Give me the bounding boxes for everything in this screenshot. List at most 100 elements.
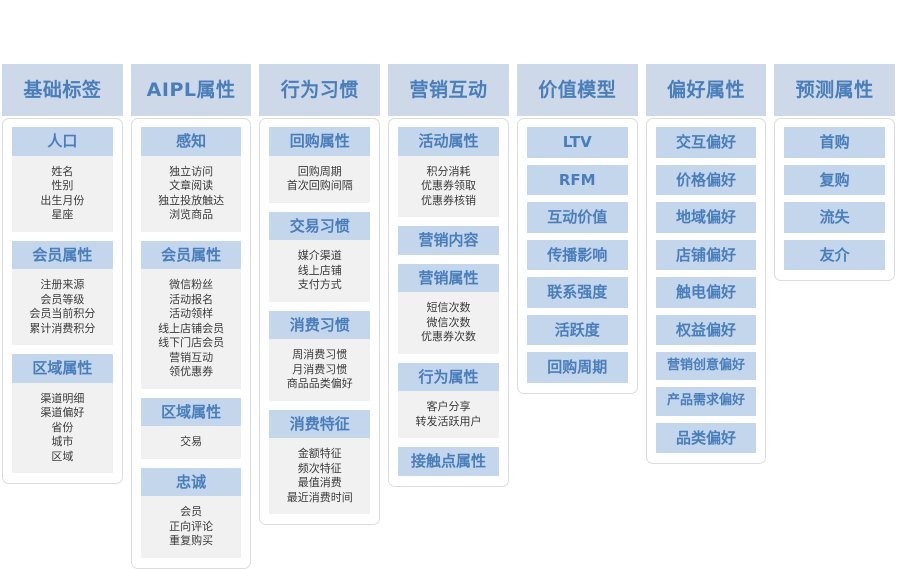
attribute-chip[interactable]: 活跃度 [526, 314, 628, 345]
group-item[interactable]: 重复购买 [169, 534, 214, 548]
attribute-chip[interactable]: RFM [526, 164, 628, 195]
group-item-list: 微信粉丝活动报名活动领样线上店铺会员线下门店会员营销互动领优惠券 [140, 269, 242, 389]
attribute-chip[interactable]: 首购 [784, 127, 886, 158]
group-item[interactable]: 优惠券核销 [421, 193, 477, 207]
group-item[interactable]: 省份 [51, 420, 74, 434]
group-block: 活动属性积分消耗优惠券领取优惠券核销 [398, 127, 499, 218]
column-header-3[interactable]: 行为习惯 [259, 64, 381, 116]
group-block: 营销属性短信次数微信次数优惠券次数 [398, 263, 499, 354]
group-title[interactable]: 交易习惯 [269, 211, 371, 241]
group-item[interactable]: 媒介渠道 [297, 249, 342, 263]
group-title[interactable]: 接触点属性 [398, 447, 499, 476]
attribute-chip[interactable]: 回购周期 [526, 352, 628, 383]
attribute-chip[interactable]: 营销创意偏好 [655, 352, 757, 381]
group-item[interactable]: 正向评论 [169, 519, 214, 533]
group-item[interactable]: 最近消费时间 [286, 490, 353, 504]
group-item[interactable]: 支付方式 [297, 278, 342, 292]
attribute-chip[interactable]: 联系强度 [526, 277, 628, 308]
attribute-chip[interactable]: 产品需求偏好 [655, 387, 757, 416]
column-header-6[interactable]: 偏好属性 [645, 64, 767, 116]
group-item[interactable]: 积分消耗 [426, 164, 471, 178]
attribute-chip[interactable]: 友介 [784, 239, 886, 270]
group-item[interactable]: 渠道明细 [40, 391, 85, 405]
attribute-chip[interactable]: 互动价值 [526, 202, 628, 233]
column-header-7[interactable]: 预测属性 [774, 64, 896, 116]
group-item[interactable]: 活动领样 [169, 307, 214, 321]
group-title[interactable]: 会员属性 [140, 240, 242, 270]
attribute-chip[interactable]: 品类偏好 [655, 422, 757, 454]
column-header-label: 价值模型 [538, 78, 617, 101]
group-item[interactable]: 星座 [51, 208, 74, 222]
group-title[interactable]: 行为属性 [398, 362, 499, 392]
group-item[interactable]: 姓名 [51, 164, 74, 178]
group-item[interactable]: 浏览商品 [169, 208, 214, 222]
group-item[interactable]: 会员等级 [40, 292, 85, 306]
group-item[interactable]: 性别 [51, 179, 74, 193]
column-header-4[interactable]: 营销互动 [388, 64, 509, 116]
group-item[interactable]: 回购周期 [297, 164, 342, 178]
group-item[interactable]: 频次特征 [297, 461, 342, 475]
column-header-1[interactable]: 基础标签 [2, 64, 123, 116]
attribute-chip[interactable]: 流失 [784, 202, 886, 233]
group-title[interactable]: 营销属性 [398, 263, 499, 293]
group-title[interactable]: 感知 [140, 127, 242, 156]
group-item[interactable]: 线上店铺会员 [158, 321, 225, 335]
column-header-5[interactable]: 价值模型 [516, 64, 638, 116]
group-item[interactable]: 会员当前积分 [29, 307, 96, 321]
column-header-2[interactable]: AIPL属性 [130, 64, 252, 116]
attribute-chip[interactable]: 复购 [784, 164, 886, 195]
attribute-chip[interactable]: 交互偏好 [655, 127, 757, 158]
group-item[interactable]: 优惠券领取 [421, 179, 477, 193]
group-title[interactable]: 活动属性 [398, 127, 499, 156]
group-title[interactable]: 忠诚 [140, 467, 242, 497]
group-item[interactable]: 线下门店会员 [158, 336, 225, 350]
group-item[interactable]: 累计消费积分 [29, 321, 96, 335]
group-title[interactable]: 消费特征 [269, 409, 371, 439]
group-title[interactable]: 回购属性 [269, 127, 371, 156]
group-item[interactable]: 短信次数 [426, 301, 471, 315]
attribute-chip[interactable]: LTV [526, 127, 628, 158]
group-item[interactable]: 注册来源 [40, 278, 85, 292]
group-item[interactable]: 商品品类偏好 [286, 377, 353, 391]
column-header-label: 基础标签 [23, 78, 102, 101]
column-card-6: 交互偏好价格偏好地域偏好店铺偏好触电偏好权益偏好营销创意偏好产品需求偏好品类偏好 [645, 118, 767, 465]
group-item[interactable]: 最值消费 [297, 476, 342, 490]
group-item[interactable]: 领优惠券 [169, 365, 214, 379]
column-card-4: 活动属性积分消耗优惠券领取优惠券核销营销内容营销属性短信次数微信次数优惠券次数行… [388, 118, 509, 487]
group-item[interactable]: 金额特征 [297, 447, 342, 461]
group-title[interactable]: 营销内容 [398, 226, 499, 255]
group-item[interactable]: 独立投放触达 [158, 193, 225, 207]
group-item[interactable]: 区域 [51, 449, 74, 463]
group-block: 回购属性回购周期首次回购间隔 [269, 127, 371, 203]
group-item[interactable]: 独立访问 [169, 164, 214, 178]
attribute-chip[interactable]: 传播影响 [526, 239, 628, 270]
group-item[interactable]: 出生月份 [40, 193, 85, 207]
attribute-chip[interactable]: 店铺偏好 [655, 239, 757, 270]
group-item[interactable]: 文章阅读 [169, 179, 214, 193]
group-title[interactable]: 人口 [12, 127, 113, 156]
group-item[interactable]: 优惠券次数 [421, 330, 477, 344]
group-block: 消费习惯周消费习惯月消费习惯商品品类偏好 [269, 310, 371, 401]
group-item[interactable]: 客户分享 [426, 400, 471, 414]
group-title[interactable]: 消费习惯 [269, 310, 371, 340]
group-item[interactable]: 活动报名 [169, 292, 214, 306]
group-item[interactable]: 首次回购间隔 [286, 179, 353, 193]
attribute-chip[interactable]: 触电偏好 [655, 277, 757, 308]
group-item[interactable]: 转发活跃用户 [415, 414, 482, 428]
attribute-chip[interactable]: 价格偏好 [655, 164, 757, 195]
group-item[interactable]: 线上店铺 [297, 263, 342, 277]
group-title[interactable]: 区域属性 [140, 397, 242, 427]
group-title[interactable]: 区域属性 [12, 354, 113, 383]
group-item[interactable]: 月消费习惯 [292, 362, 348, 376]
group-item[interactable]: 会员 [180, 505, 203, 519]
group-item[interactable]: 城市 [51, 435, 74, 449]
group-item[interactable]: 周消费习惯 [292, 348, 348, 362]
group-item[interactable]: 交易 [180, 435, 203, 449]
attribute-chip[interactable]: 地域偏好 [655, 202, 757, 233]
attribute-chip[interactable]: 权益偏好 [655, 314, 757, 345]
group-item[interactable]: 渠道偏好 [40, 406, 85, 420]
group-item[interactable]: 营销互动 [169, 350, 214, 364]
group-title[interactable]: 会员属性 [12, 240, 113, 270]
group-item[interactable]: 微信次数 [426, 315, 471, 329]
group-item[interactable]: 微信粉丝 [169, 278, 214, 292]
